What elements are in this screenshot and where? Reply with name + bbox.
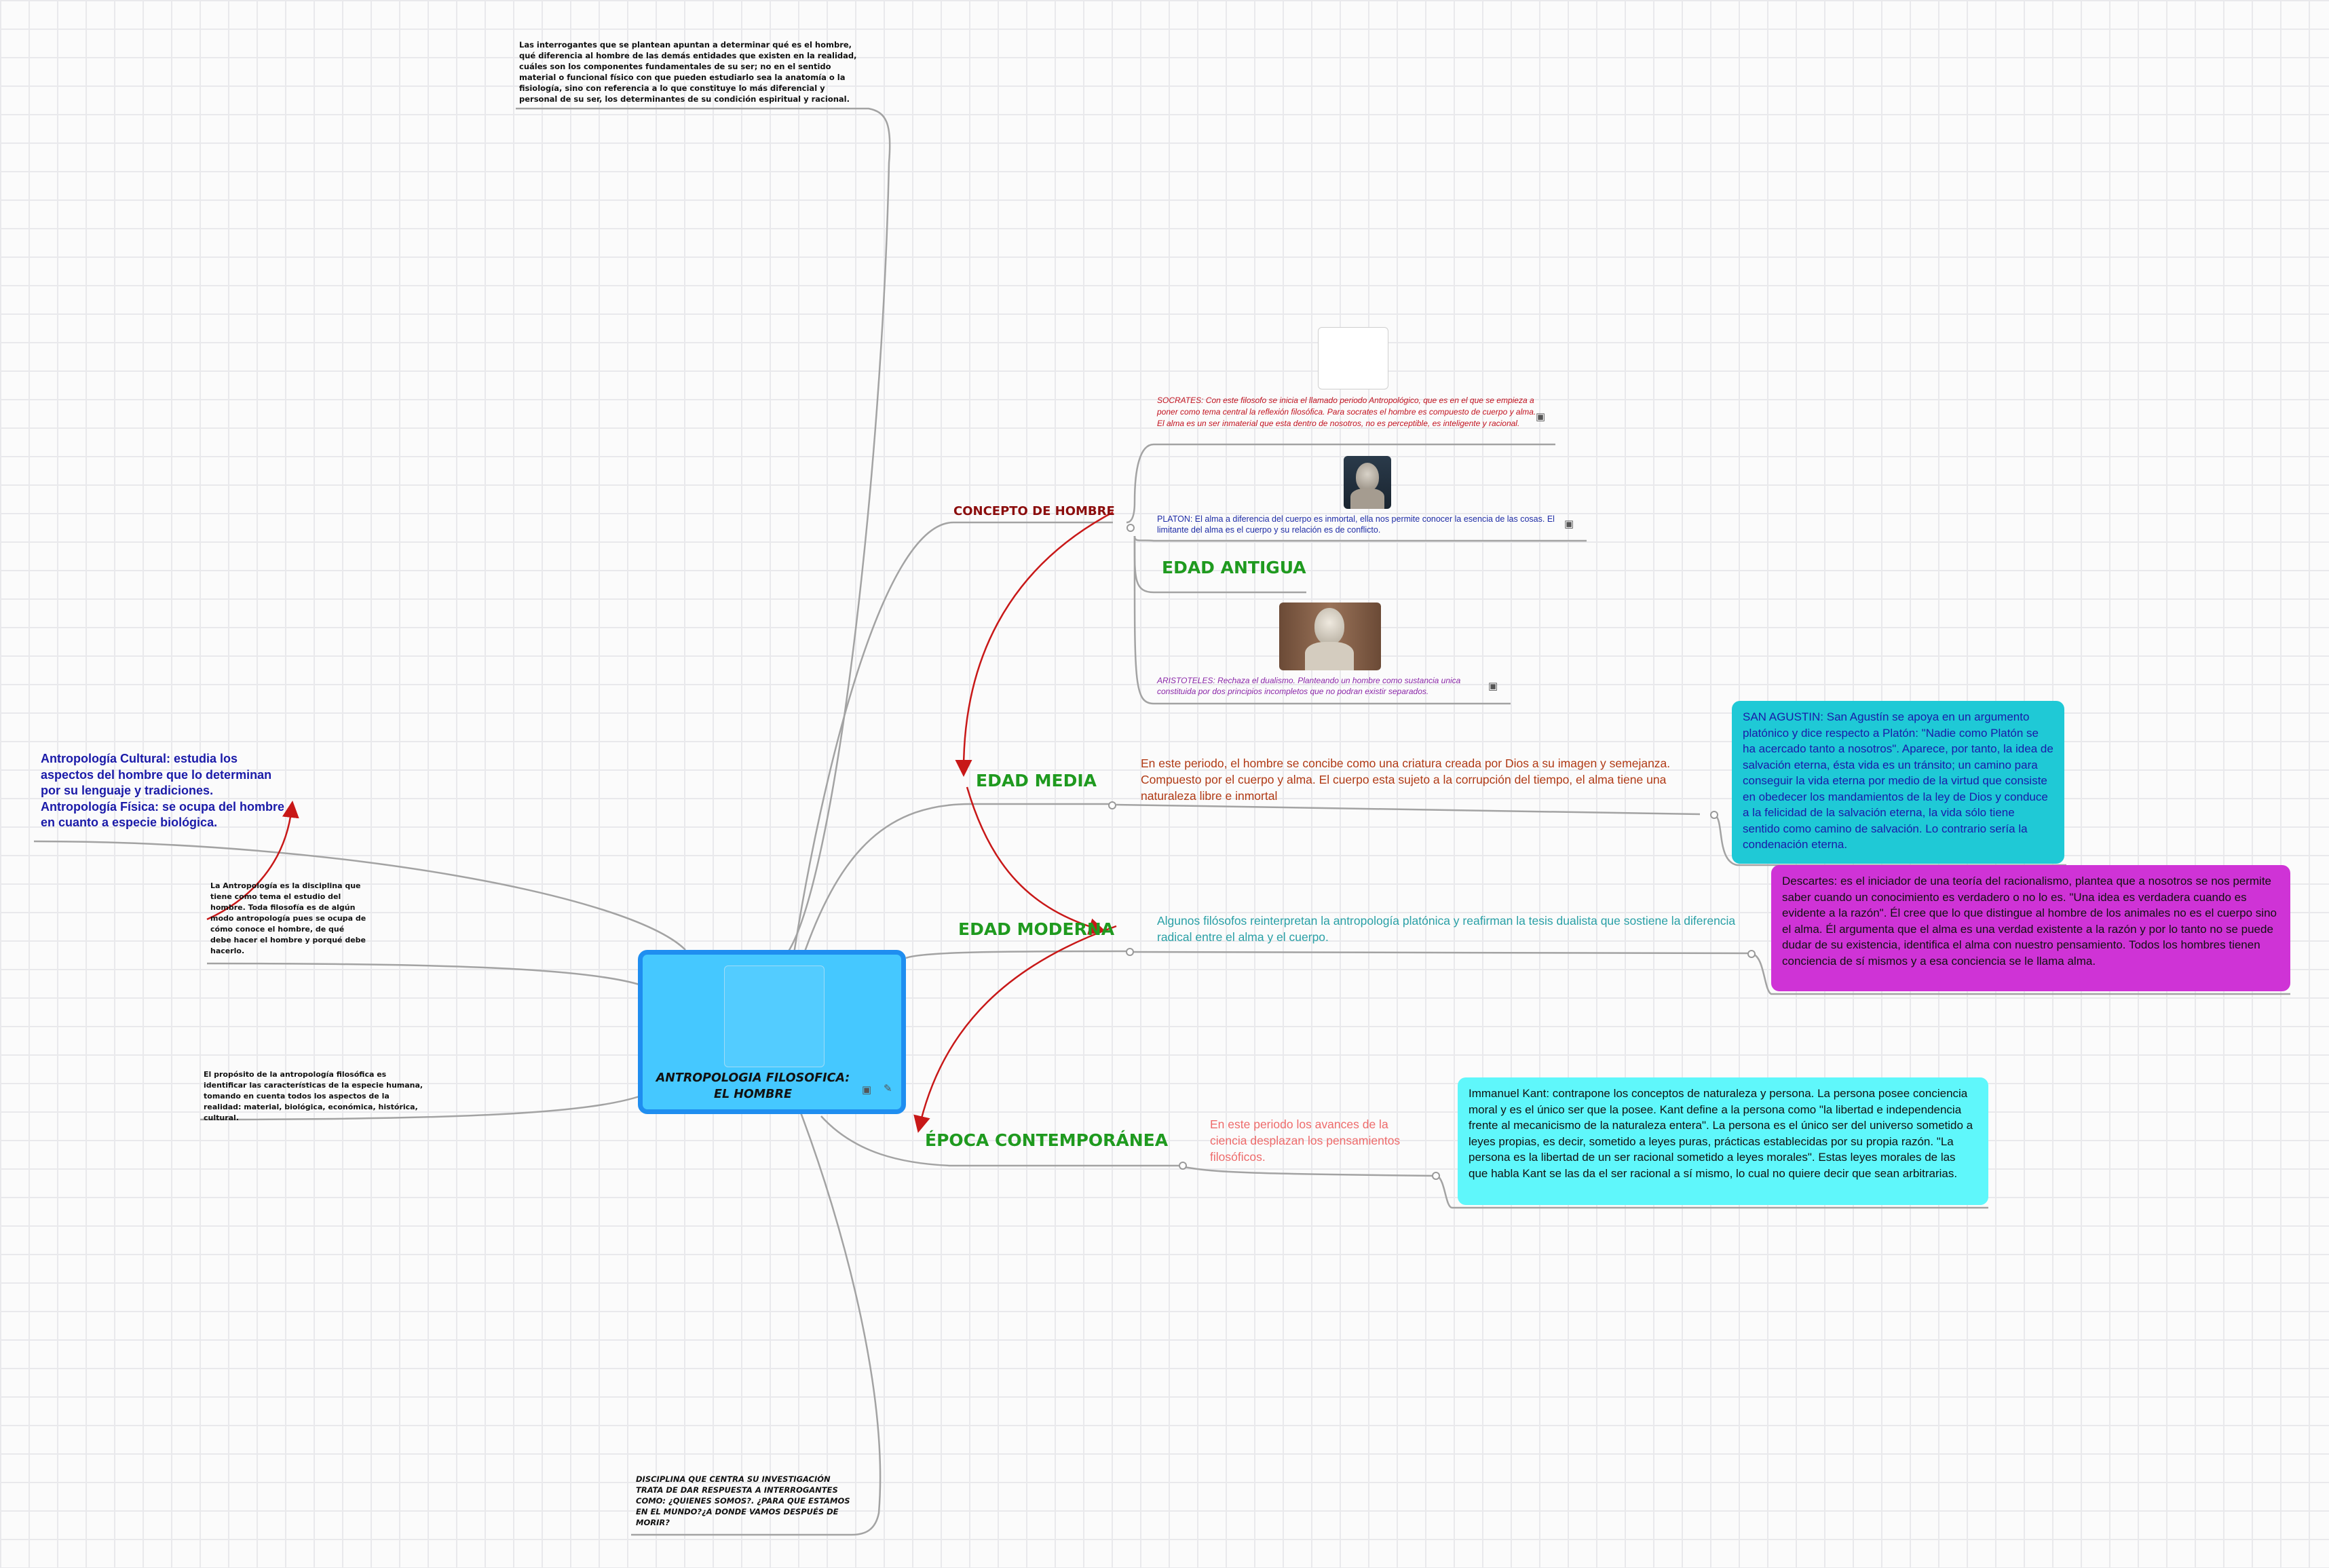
concepto-de-hombre-label[interactable]: CONCEPTO DE HOMBRE [953, 504, 1115, 518]
intro-note: Las interrogantes que se plantean apunta… [519, 39, 858, 104]
connector-dot[interactable] [1126, 524, 1135, 532]
edad-antigua-label[interactable]: EDAD ANTIGUA [1162, 558, 1306, 577]
central-image-placeholder [724, 965, 825, 1067]
aristoteles-note: ARISTOTELES: Rechaza el dualismo. Plante… [1157, 675, 1490, 697]
edad-moderna-label[interactable]: EDAD MODERNA [958, 919, 1114, 939]
edad-media-label[interactable]: EDAD MEDIA [976, 771, 1097, 790]
socrates-note: SOCRATES: Con este filosofo se inicia el… [1157, 395, 1537, 429]
image-icon[interactable]: ▣ [1564, 518, 1574, 530]
image-icon[interactable]: ▣ [1536, 410, 1545, 423]
contemporanea-text: En este periodo los avances de la cienci… [1210, 1116, 1420, 1165]
central-topic[interactable]: ANTROPOLOGIA FILOSOFICA: EL HOMBRE ▣ ✎ [638, 950, 906, 1114]
disciplina-note: La Antropología es la disciplina que tie… [210, 881, 366, 957]
central-topic-title: ANTROPOLOGIA FILOSOFICA: EL HOMBRE [649, 1070, 856, 1103]
connector-dot[interactable] [1179, 1162, 1187, 1170]
image-icon[interactable]: ▣ [862, 1084, 871, 1096]
image-icon[interactable]: ▣ [1488, 680, 1498, 692]
epoca-contemporanea-label[interactable]: ÉPOCA CONTEMPORÁNEA [925, 1130, 1168, 1150]
kant-card[interactable]: Immanuel Kant: contrapone los conceptos … [1458, 1077, 1988, 1205]
edad-moderna-text: Algunos filósofos reinterpretan la antro… [1157, 913, 1741, 945]
aristoteles-bust [1279, 603, 1381, 670]
preguntas-note: DISCIPLINA QUE CENTRA SU INVESTIGACIÓN T… [636, 1474, 860, 1528]
connector-dot[interactable] [1108, 801, 1116, 809]
connector-dot[interactable] [1710, 811, 1718, 819]
connector-dot[interactable] [1126, 948, 1134, 956]
descartes-card[interactable]: Descartes: es el iniciador de una teoría… [1771, 865, 2290, 991]
edad-media-text: En este periodo, el hombre se concibe co… [1141, 755, 1704, 804]
connector-dot[interactable] [1432, 1172, 1440, 1180]
platon-note: PLATON: El alma a diferencia del cuerpo … [1157, 514, 1564, 535]
cultural-note: Antropología Cultural: estudia los aspec… [41, 751, 285, 831]
connector-dot[interactable] [1747, 950, 1756, 958]
proposito-note: El propósito de la antropología filosófi… [204, 1069, 428, 1124]
san-agustin-card[interactable]: SAN AGUSTIN: San Agustín se apoya en un … [1732, 701, 2064, 864]
socrates-image-placeholder [1318, 327, 1388, 389]
platon-portrait [1344, 456, 1391, 509]
note-icon[interactable]: ✎ [884, 1082, 892, 1094]
